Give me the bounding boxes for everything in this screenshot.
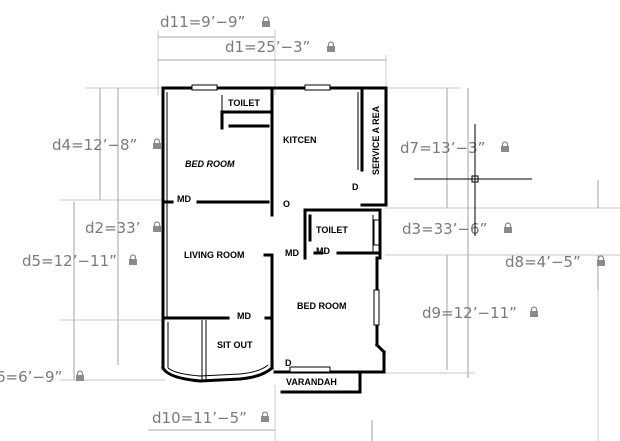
door-label-d: D xyxy=(352,182,359,192)
door-label-d: D xyxy=(285,358,292,368)
dimension-lines xyxy=(60,30,620,441)
lock-icon[interactable] xyxy=(75,370,85,382)
lock-icon[interactable] xyxy=(596,255,606,267)
room-label-varandah: VARANDAH xyxy=(286,377,337,387)
dimension-d3[interactable]: d3=33’−6” xyxy=(402,220,513,238)
dimension-d1[interactable]: d1=25’−3” xyxy=(225,38,336,56)
room-label-sitout: SIT OUT xyxy=(217,340,253,350)
dimension-d5[interactable]: d5=12’−11” xyxy=(22,252,138,270)
svg-text:d3=33’−6”: d3=33’−6” xyxy=(402,220,487,238)
svg-text:d8=4’−5”: d8=4’−5” xyxy=(505,253,581,271)
floor-plan xyxy=(160,84,388,394)
crosshair-cursor-icon xyxy=(414,124,532,236)
dimension-d9[interactable]: d9=12’−11” xyxy=(422,304,539,322)
dimension-d7[interactable]: d7=13’−3” xyxy=(400,139,510,157)
room-labels: TOILET KITCEN SERVICE A REA BED ROOM LIV… xyxy=(184,98,381,387)
svg-text:d2=33’: d2=33’ xyxy=(85,219,141,237)
room-label-living: LIVING ROOM xyxy=(184,250,245,260)
svg-text:d4=12’−8”: d4=12’−8” xyxy=(52,136,137,154)
dimension-d2[interactable]: d2=33’ xyxy=(85,219,162,237)
svg-text:d9=12’−11”: d9=12’−11” xyxy=(422,304,517,322)
door-label-o: O xyxy=(283,199,290,209)
dimension-d10[interactable]: d10=11’−5” xyxy=(152,409,270,427)
lock-icon[interactable] xyxy=(260,411,270,423)
dimension-d6[interactable]: 6=6’−9” xyxy=(0,368,85,386)
room-label-toilet-2: TOILET xyxy=(316,225,348,235)
dimension-d11[interactable]: d11=9’−9” xyxy=(160,13,271,31)
svg-text:d11=9’−9”: d11=9’−9” xyxy=(160,13,245,31)
lock-icon[interactable] xyxy=(152,221,162,233)
lock-icon[interactable] xyxy=(128,254,138,266)
svg-text:6=6’−9”: 6=6’−9” xyxy=(0,368,62,386)
room-label-bedroom-2: BED ROOM xyxy=(297,301,347,311)
lock-icon[interactable] xyxy=(500,141,510,153)
room-label-bedroom: BED ROOM xyxy=(185,159,235,169)
door-label-md: MD xyxy=(316,246,330,256)
door-labels: MD MD MD MD D D O xyxy=(177,182,359,368)
svg-text:d7=13’−3”: d7=13’−3” xyxy=(400,139,485,157)
lock-icon[interactable] xyxy=(529,306,539,318)
svg-text:d10=11’−5”: d10=11’−5” xyxy=(152,409,247,427)
lock-icon[interactable] xyxy=(261,16,271,28)
room-label-service-area: SERVICE A REA xyxy=(371,105,381,175)
door-label-md: MD xyxy=(285,248,299,258)
door-label-md: MD xyxy=(237,311,251,321)
room-label-kitcen: KITCEN xyxy=(283,135,317,145)
svg-text:d5=12’−11”: d5=12’−11” xyxy=(22,252,117,270)
lock-icon[interactable] xyxy=(326,41,336,53)
door-label-md: MD xyxy=(177,194,191,204)
svg-text:d1=25’−3”: d1=25’−3” xyxy=(225,38,310,56)
lock-icon[interactable] xyxy=(503,222,513,234)
dimension-d8[interactable]: d8=4’−5” xyxy=(505,253,606,271)
room-label-toilet: TOILET xyxy=(228,98,260,108)
dimension-d4[interactable]: d4=12’−8” xyxy=(52,136,162,154)
lock-icon[interactable] xyxy=(152,138,162,150)
